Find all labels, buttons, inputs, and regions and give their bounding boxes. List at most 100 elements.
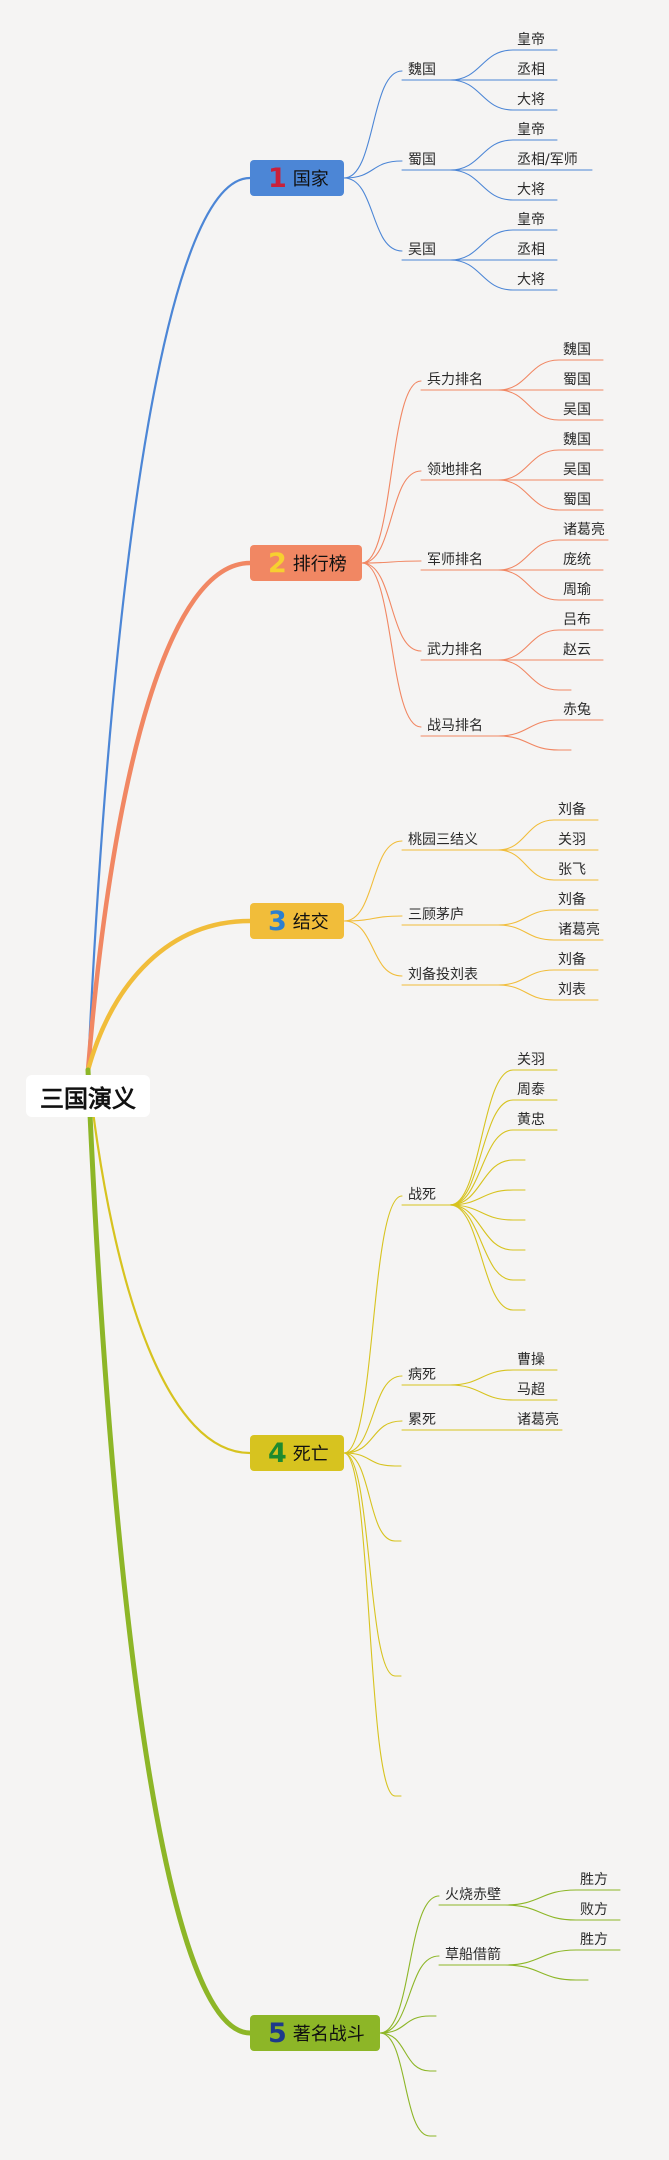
subtopic-label[interactable]: 战马排名 <box>427 718 483 734</box>
link-branch-3-child-3 <box>343 920 403 977</box>
leaf-label[interactable]: 皇帝 <box>517 122 545 138</box>
branch-label: 著名战斗 <box>292 2024 365 2045</box>
link-branch-1-child-1 <box>343 70 403 179</box>
link-root-branch-5 <box>85 1067 253 2036</box>
leaf-label[interactable]: 蜀国 <box>563 372 591 388</box>
leaf-label[interactable]: 吴国 <box>563 462 591 478</box>
leaf-label[interactable]: 胜方 <box>580 1872 608 1888</box>
link-4-1-7 <box>449 1204 514 1251</box>
leaf-label[interactable]: 诸葛亮 <box>558 922 600 938</box>
subtopic-label[interactable]: 兵力排名 <box>427 372 483 388</box>
link-branch-4-child-4 <box>343 1452 396 1467</box>
link-1-3-3 <box>449 259 514 291</box>
leaf-label[interactable]: 胜方 <box>580 1932 608 1948</box>
subtopic-label[interactable]: 军师排名 <box>427 552 483 568</box>
link-branch-4-child-1 <box>343 1195 403 1454</box>
subtopic-label[interactable]: 三顾茅庐 <box>408 907 464 923</box>
link-branch-1-child-2 <box>343 160 403 179</box>
link-2-5-2 <box>497 735 560 751</box>
leaf-label[interactable]: 周瑜 <box>563 582 591 598</box>
leaf-label[interactable]: 丞相/军师 <box>517 152 578 168</box>
leaf-label[interactable]: 皇帝 <box>517 212 545 228</box>
link-1-1-1 <box>449 49 514 81</box>
branch-label: 排行榜 <box>292 554 347 575</box>
subtopic-label[interactable]: 蜀国 <box>408 152 436 168</box>
link-5-2-1 <box>504 1949 577 1966</box>
subtopic-label[interactable]: 领地排名 <box>427 462 483 478</box>
leaf-label[interactable]: 赵云 <box>563 642 591 658</box>
branch-number: 1 <box>268 162 287 194</box>
link-branch-5-child-2 <box>379 1955 440 2034</box>
leaf-label[interactable]: 大将 <box>517 92 545 108</box>
leaf-label[interactable]: 吕布 <box>563 612 591 628</box>
leaf-label[interactable]: 刘表 <box>558 982 586 998</box>
leaf-label[interactable]: 丞相 <box>517 62 545 78</box>
leaf-label[interactable]: 诸葛亮 <box>563 522 605 538</box>
leaf-label[interactable]: 诸葛亮 <box>517 1412 559 1428</box>
link-4-1-8 <box>449 1204 514 1281</box>
leaf-label[interactable]: 关羽 <box>517 1052 545 1068</box>
leaf-label[interactable]: 败方 <box>580 1902 608 1918</box>
leaf-label[interactable]: 丞相 <box>517 242 545 258</box>
leaf-label[interactable]: 关羽 <box>558 832 586 848</box>
link-branch-5-child-1 <box>379 1895 440 2034</box>
link-branch-4-child-6 <box>343 1452 396 1677</box>
leaf-label[interactable]: 刘备 <box>558 802 586 818</box>
link-root-branch-4 <box>86 1068 252 1455</box>
subtopic-label[interactable]: 草船借箭 <box>445 1947 501 1963</box>
leaf-label[interactable]: 刘备 <box>558 952 586 968</box>
branch-number: 2 <box>268 547 287 579</box>
subtopic-label[interactable]: 吴国 <box>408 242 436 258</box>
link-5-1-2 <box>504 1904 577 1921</box>
subtopic-label[interactable]: 累死 <box>408 1412 436 1428</box>
subtopic-label[interactable]: 刘备投刘表 <box>408 967 478 983</box>
root-node[interactable]: 三国演义 <box>26 1075 150 1117</box>
link-branch-5-child-5 <box>379 2032 431 2137</box>
link-3-3-1 <box>497 969 555 986</box>
link-1-1-3 <box>449 79 514 111</box>
subtopic-label[interactable]: 桃园三结义 <box>408 832 478 848</box>
leaf-label[interactable]: 蜀国 <box>563 492 591 508</box>
leaf-label[interactable]: 张飞 <box>558 862 586 878</box>
leaf-label[interactable]: 黄忠 <box>517 1112 545 1128</box>
link-4-1-4 <box>449 1159 514 1206</box>
leaf-label[interactable]: 庞统 <box>563 552 591 568</box>
branch-number: 3 <box>268 905 287 937</box>
link-2-4-1 <box>497 629 560 661</box>
subtopic-label[interactable]: 火烧赤壁 <box>445 1887 501 1903</box>
link-branch-2-child-3 <box>361 560 422 564</box>
link-2-4-3 <box>497 659 560 691</box>
leaf-label[interactable]: 大将 <box>517 272 545 288</box>
link-2-1-1 <box>497 359 560 391</box>
branch-label: 国家 <box>292 169 329 190</box>
subtopic-label[interactable]: 武力排名 <box>427 642 483 658</box>
branch-number: 5 <box>268 2017 287 2049</box>
leaf-label[interactable]: 曹操 <box>517 1352 545 1368</box>
leaf-label[interactable]: 大将 <box>517 182 545 198</box>
link-branch-4-child-2 <box>343 1375 403 1454</box>
link-2-2-3 <box>497 479 560 511</box>
link-4-1-5 <box>449 1189 514 1206</box>
link-4-2-2 <box>449 1384 514 1401</box>
link-branch-4-child-7 <box>343 1452 396 1797</box>
subtopic-label[interactable]: 病死 <box>408 1367 436 1383</box>
leaf-label[interactable]: 赤兔 <box>563 702 591 718</box>
leaf-label[interactable]: 马超 <box>517 1382 545 1398</box>
leaf-label[interactable]: 魏国 <box>563 432 591 448</box>
link-branch-2-child-1 <box>361 380 422 564</box>
leaf-label[interactable]: 吴国 <box>563 402 591 418</box>
subtopic-label[interactable]: 战死 <box>408 1187 436 1203</box>
link-1-3-1 <box>449 229 514 261</box>
leaf-label[interactable]: 魏国 <box>563 342 591 358</box>
link-branch-4-child-3 <box>343 1420 403 1454</box>
leaf-label[interactable]: 皇帝 <box>517 32 545 48</box>
leaf-label[interactable]: 刘备 <box>558 892 586 908</box>
leaf-label[interactable]: 周泰 <box>517 1082 545 1098</box>
link-5-2-2 <box>504 1964 577 1981</box>
subtopic-label[interactable]: 魏国 <box>408 62 436 78</box>
